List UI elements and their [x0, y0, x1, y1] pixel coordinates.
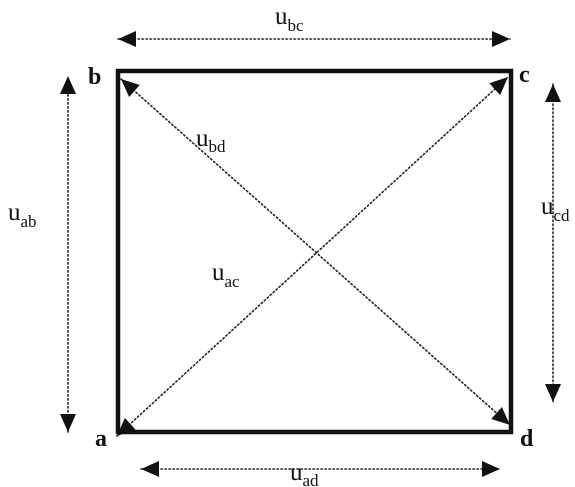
arrow-u-cd — [545, 83, 561, 403]
label-u-ac-sub: ac — [225, 272, 241, 291]
arrow-u-ab-head-end — [60, 76, 76, 94]
label-u-ad: uad — [290, 459, 319, 487]
label-u-ab-sub: ab — [21, 212, 37, 231]
corner-label-b: b — [88, 64, 101, 90]
label-u-ab: uab — [8, 199, 37, 231]
arrow-u-ac-head-end — [489, 77, 508, 96]
arrow-u-bd-head-end — [491, 407, 510, 425]
arrow-u-cd-head-start — [545, 84, 561, 102]
arrow-u-bc-head-start — [118, 31, 136, 47]
label-u-cd: ucd — [541, 193, 570, 225]
arrow-u-ab-head-start — [60, 414, 76, 432]
label-u-cd-sub: cd — [554, 206, 571, 225]
label-u-ac-main: u — [212, 259, 225, 286]
corner-label-c: c — [519, 62, 530, 88]
label-u-ad-main: u — [290, 459, 303, 486]
arrow-u-ac-line — [116, 76, 509, 437]
label-u-bc-sub: bc — [288, 16, 305, 35]
label-u-cd-main: u — [541, 193, 554, 220]
label-u-bc-main: u — [275, 3, 288, 30]
label-u-ac: uac — [212, 259, 240, 291]
label-u-ad-sub: ad — [303, 471, 320, 487]
arrow-u-ac-head-start — [117, 417, 136, 436]
arrow-u-bc-head-end — [492, 31, 510, 47]
label-u-bd-sub: bd — [209, 137, 227, 156]
arrow-u-bd-line — [120, 78, 511, 426]
arrow-u-bd — [120, 78, 511, 426]
arrow-u-bc — [117, 31, 511, 47]
arrow-u-ad — [140, 461, 501, 477]
label-u-ab-main: u — [8, 199, 21, 226]
label-u-bd: ubd — [196, 125, 226, 156]
square-frame — [115, 68, 514, 435]
arrow-u-ac — [116, 76, 509, 437]
arrow-u-ad-head-start — [141, 461, 159, 477]
arrow-u-ab — [60, 75, 76, 433]
label-u-bd-main: u — [196, 125, 209, 152]
arrow-u-ad-head-end — [482, 461, 500, 477]
arrow-u-cd-head-end — [545, 384, 561, 402]
label-u-bc: ubc — [275, 3, 304, 35]
corner-label-a: a — [95, 426, 107, 452]
corner-label-d: d — [520, 426, 534, 452]
arrow-u-bd-head-start — [121, 79, 140, 97]
